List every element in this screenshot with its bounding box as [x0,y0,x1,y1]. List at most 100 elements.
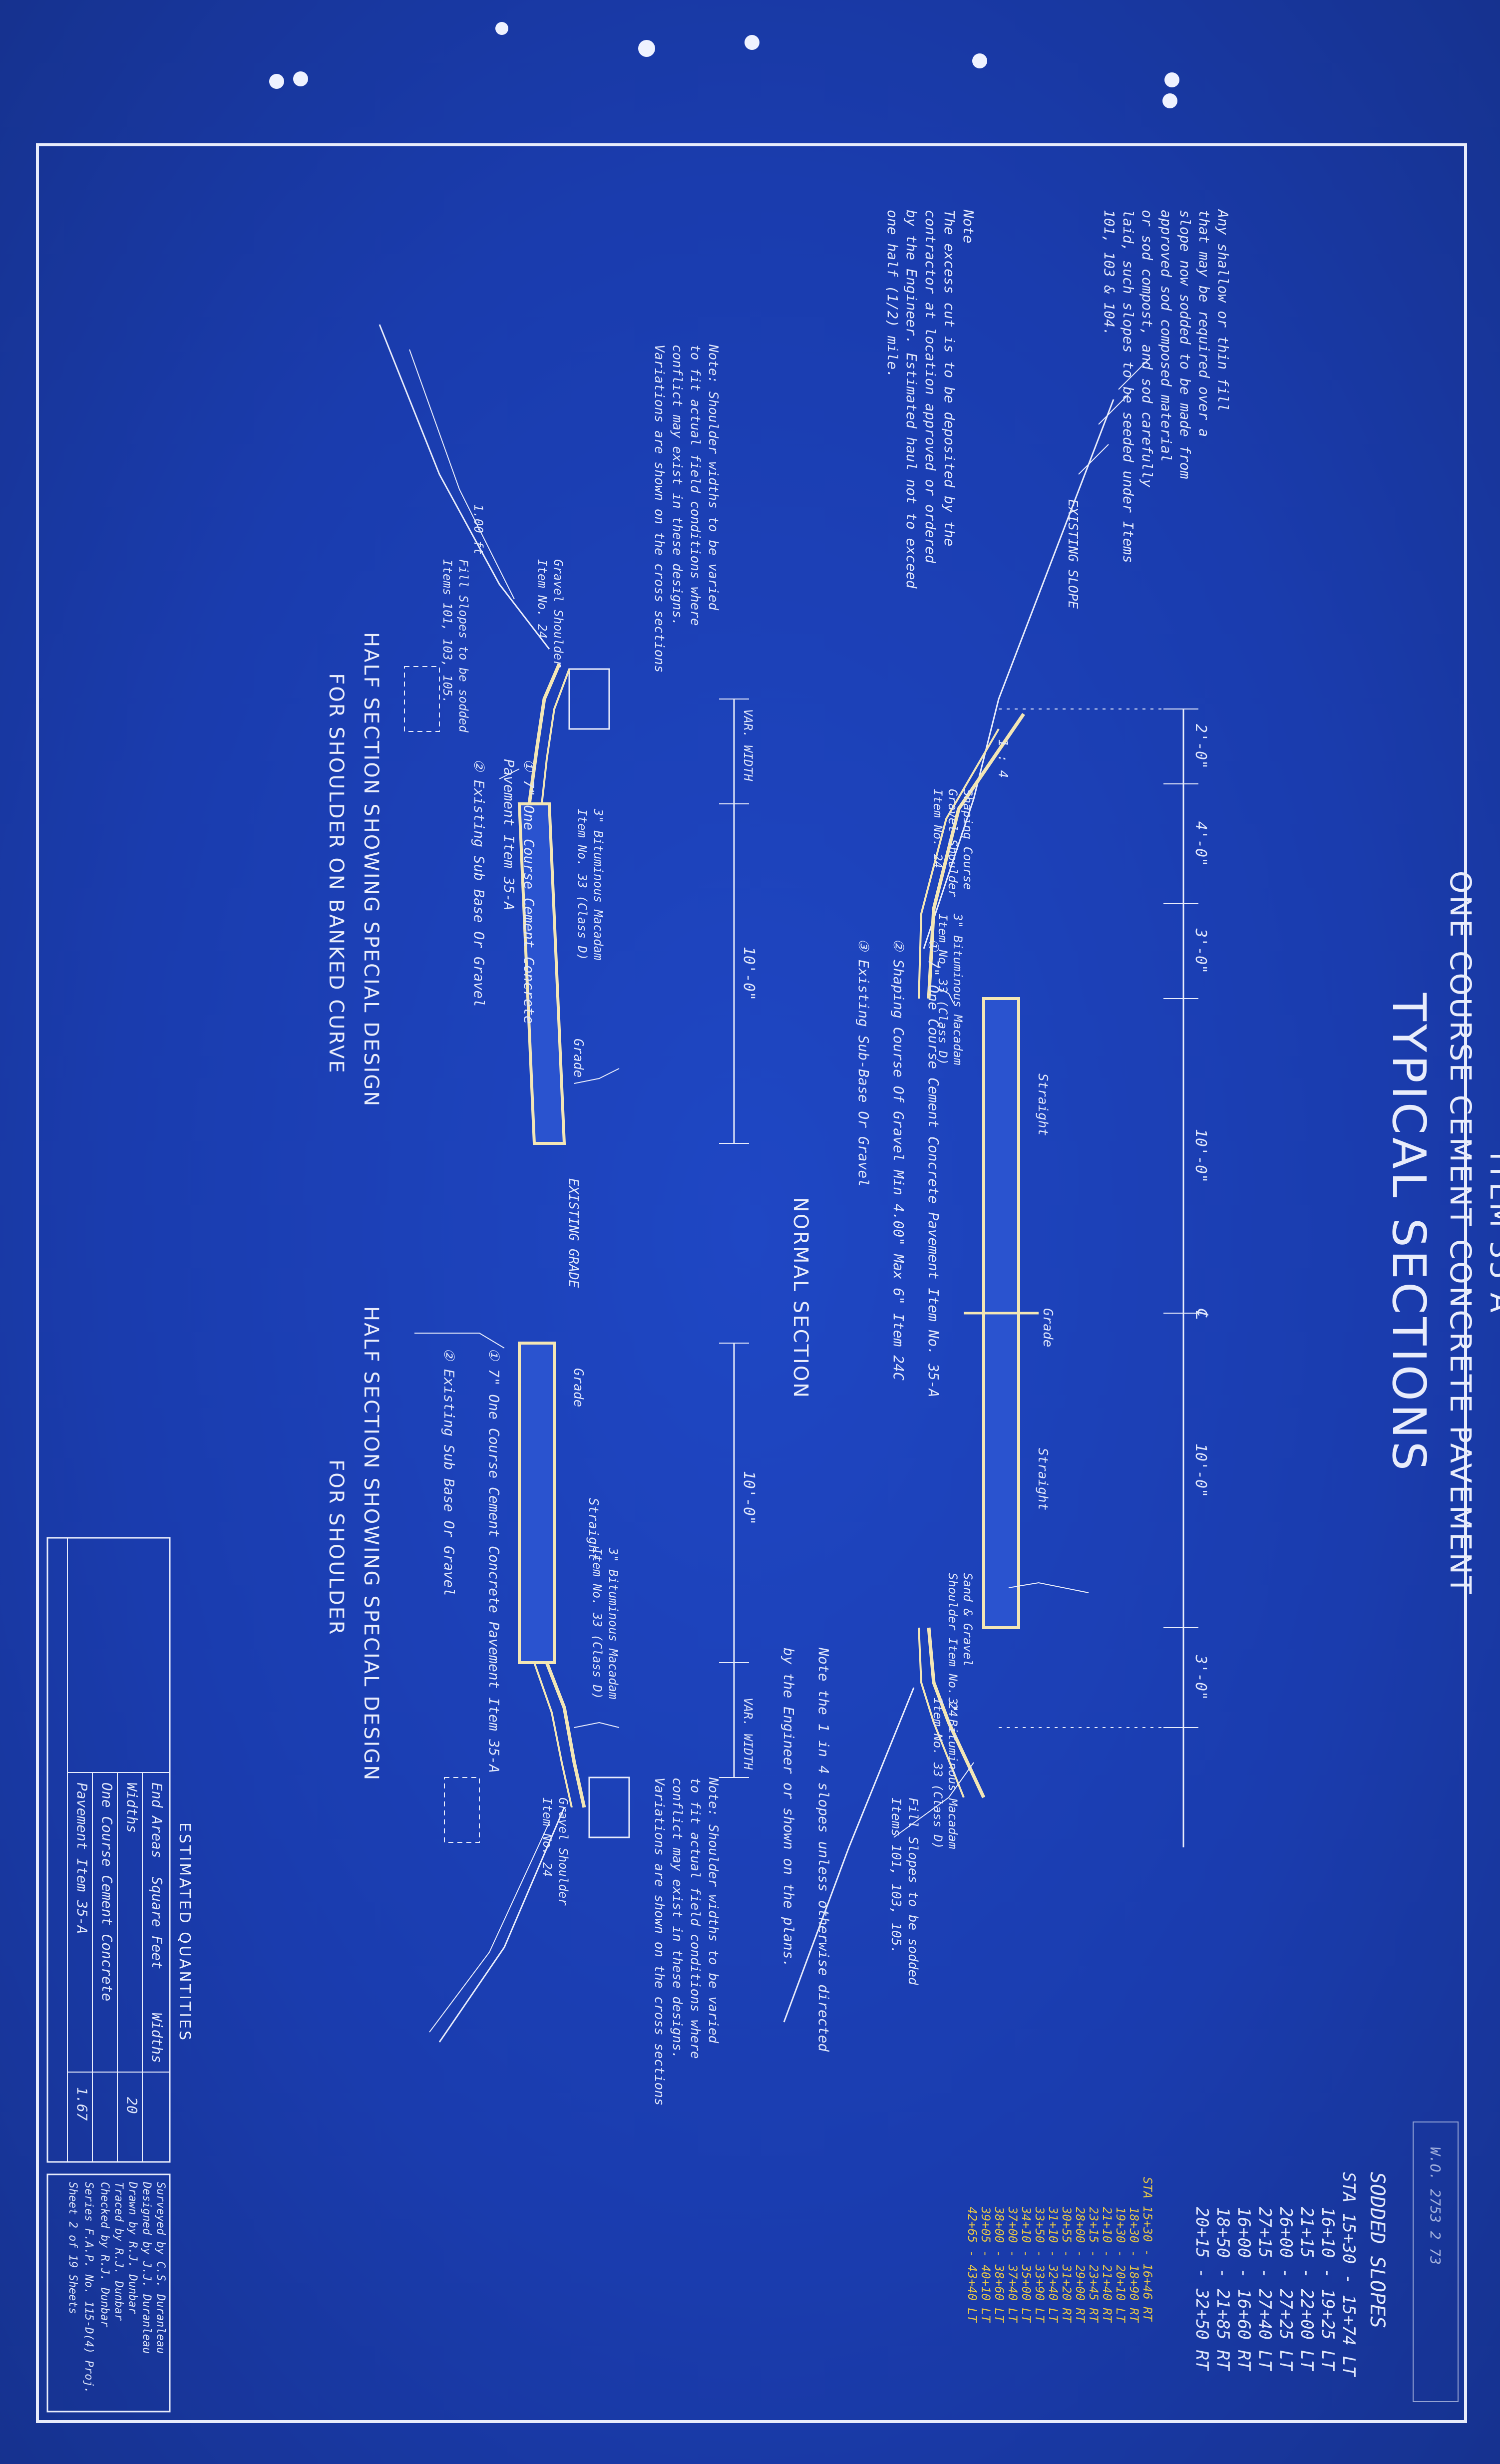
note-sod: Any shallow or thin fill that may be req… [1101,209,1231,572]
shoulder-pavement-slab [518,1342,556,1664]
stamp-box [1413,2121,1459,2402]
shoulder-leaders [414,1333,620,1728]
label-straight-left: Straight [1035,1073,1050,1136]
heading-shoulder: HALF SECTION SHOWING SPECIAL DESIGN FOR … [325,1306,382,1789]
quantities-text: ESTIMATED QUANTITIES End Areas Square Fe… [74,1782,193,2121]
dimension-ticks [999,708,1198,1728]
binder-hole [495,22,508,35]
banked-fill-slopes: Fill Slopes to be sodded Items 101, 103,… [440,559,470,739]
shoulder-gravel: Gravel Shoulder Item No. 24 [540,1797,570,1913]
notes-group: Any shallow or thin fill that may be req… [884,209,1231,597]
quantities-row-lines [92,1772,143,2162]
shoulder-dimension-ticks [719,1343,749,1778]
shoulder-note: Note: Shoulder widths to be varied to fi… [652,1777,721,2106]
quantities-row-4: Pavement Item 35-A 1.67 [74,1782,90,2121]
banked-shoulder-note: Note: Shoulder widths to be varied to fi… [652,344,721,673]
heading-normal-section: NORMAL SECTION [789,1197,812,1399]
banked-existing-slope-inner [409,349,515,600]
banked-grade: Grade [571,1039,586,1077]
shoulder-rail-dashed [444,1777,480,1843]
title-block-frame [46,2173,171,2413]
dim-3ft-right: 3'-0" [1192,1655,1209,1700]
dim-centerline: ℄ [1191,1308,1211,1319]
binder-hole [1162,93,1177,108]
legend-normal: ① 7" One Course Cement Concrete Pavement… [855,939,942,1406]
dim-2ft: 2'-0" [1192,724,1209,769]
label-sand-gravel: Sand & Gravel Shoulder Item No. 24 [946,1573,975,1717]
binder-hole [1164,72,1179,87]
label-shaping-course: Shaping Course Gravel Shoulder Item No. … [931,789,975,904]
banked-legend: ① 7" One Course Cement Concrete Pavement… [471,759,537,1033]
title-block-rows: Surveyed by C.S. Duranleau Designed by J… [66,2181,167,2400]
shoulder-left-outline [927,713,1025,999]
label-slope-1-4: 1 : 4 [995,739,1010,778]
binder-hole [972,53,987,68]
sodded-slopes-group: SODDED SLOPES STA 15+30 - 15+74 LT 16+10… [965,2172,1389,2387]
title-block: Surveyed by C.S. Duranleau Designed by J… [46,2173,171,2413]
quantities-row-3: One Course Cement Concrete [99,1782,115,2001]
banked-bituminous: 3" Bituminous Macadam Item No. 33 (Class… [575,808,605,968]
shoulder-var-width: VAR. WIDTH [741,1698,755,1770]
label-grade: Grade [1040,1308,1055,1347]
quantities-row-1: End Areas Square Feet Widths [149,1782,165,2063]
label-straight-right: Straight [1035,1448,1050,1510]
note-borrow: Note The excess cut is to be deposited b… [884,209,977,597]
shoulder-fill-slope-inner [429,1822,550,2033]
binder-hole [293,71,308,86]
sodded-slopes-list: STA 15+30 - 15+74 LT 16+10 - 19+25 LT 21… [1192,2172,1359,2387]
yellow-stations-list: STA 15+30 - 16+46 RT 18+30 - 18+90 RT 19… [965,2177,1154,2330]
shoulder-outline [545,1662,586,1808]
title-line2: ONE COURSE CEMENT CONCRETE PAVEMENT [1444,871,1478,1596]
title-line3: ITEM 35 A [1484,1152,1500,1315]
shoulder-width: 10'-0" [740,1471,757,1525]
banked-pavement-slab [517,802,566,1145]
normal-section-labels: EXISTING SLOPE 1 : 4 Straight Straight G… [780,499,1080,2060]
shoulder-straight: Straight [586,1498,601,1560]
stamp-group: W.O. 2753 2 73 [1427,2147,1444,2265]
dimension-labels: 2'-0" 4'-0" 3'-0" 10'-0" ℄ 10'-0" 3'-0" [1191,724,1211,1700]
banked-curve-drawing: VAR. WIDTH 10'-0" Grade 1.00 ft Gravel S… [325,324,757,1145]
banked-shoulder-outline [527,663,561,804]
label-bituminous-right: 3" Bituminous Macadam Item No. 33 (Class… [931,1697,960,1856]
dim-3ft-left: 3'-0" [1192,928,1209,974]
quantities-heading: ESTIMATED QUANTITIES [176,1822,193,2042]
border-frame [36,143,1467,2423]
estimated-quantities-table: ESTIMATED QUANTITIES End Areas Square Fe… [46,1537,193,2163]
dim-10ft-right: 10'-0" [1192,1443,1209,1497]
ground-hatch [1078,359,1149,475]
dim-4ft: 4'-0" [1192,821,1209,866]
shoulder-drawing: VAR. WIDTH 10'-0" Grade Straight EXISTIN… [325,1178,757,2106]
quantities-row-2: Widths 20 [124,1782,140,2114]
shoulder-inner [533,1662,573,1808]
title-group: TYPICAL SECTIONS ONE COURSE CEMENT CONCR… [1382,871,1500,1596]
banked-slope-ratio: 1.00 ft [471,504,485,555]
label-existing-grade: EXISTING GRADE [566,1178,581,1288]
stamp-text: W.O. 2753 2 73 [1427,2147,1444,2265]
fill-slope-line-right [783,1687,915,2023]
normal-section-drawing: 2'-0" 4'-0" 3'-0" 10'-0" ℄ 10'-0" 3'-0" … [780,359,1211,2060]
shoulder-rail [588,1776,630,1838]
binder-hole [269,74,284,89]
shoulder-right-outline [927,1627,986,1798]
banked-labels: VAR. WIDTH 10'-0" Grade 1.00 ft Gravel S… [325,344,757,1115]
label-existing-slope: EXISTING SLOPE [1065,499,1080,609]
shoulder-bituminous: 3" Bituminous Macadam Item No. 33 (Class… [590,1547,620,1707]
quantities-frame [46,1537,171,2163]
shoulder-labels: VAR. WIDTH 10'-0" Grade Straight EXISTIN… [325,1178,757,2106]
label-bituminous-left: 3" Bituminous Macadam Item No. 33 (Class… [936,913,965,1072]
banked-shoulder-inner [541,669,570,804]
banked-var-width: VAR. WIDTH [741,709,755,781]
banked-rail-dashed [404,666,440,732]
shoulder-legend: ① 7" One Course Cement Concrete Pavement… [441,1348,502,1781]
shoulder-fill-slope [438,1807,565,2043]
banked-width: 10'-0" [740,947,757,1001]
dim-10ft-left: 10'-0" [1192,1129,1209,1183]
heading-banked-curve: HALF SECTION SHOWING SPECIAL DESIGN FOR … [325,632,382,1115]
note-slopes: Note the 1 in 4 slopes unless otherwise … [780,1647,832,2060]
label-fill-slopes: Fill Slopes to be sodded Items 101, 103,… [888,1797,920,1993]
title-block-text: Surveyed by C.S. Duranleau Designed by J… [66,2181,167,2400]
banked-leaders [499,768,620,1084]
banked-existing-slope [378,324,550,650]
